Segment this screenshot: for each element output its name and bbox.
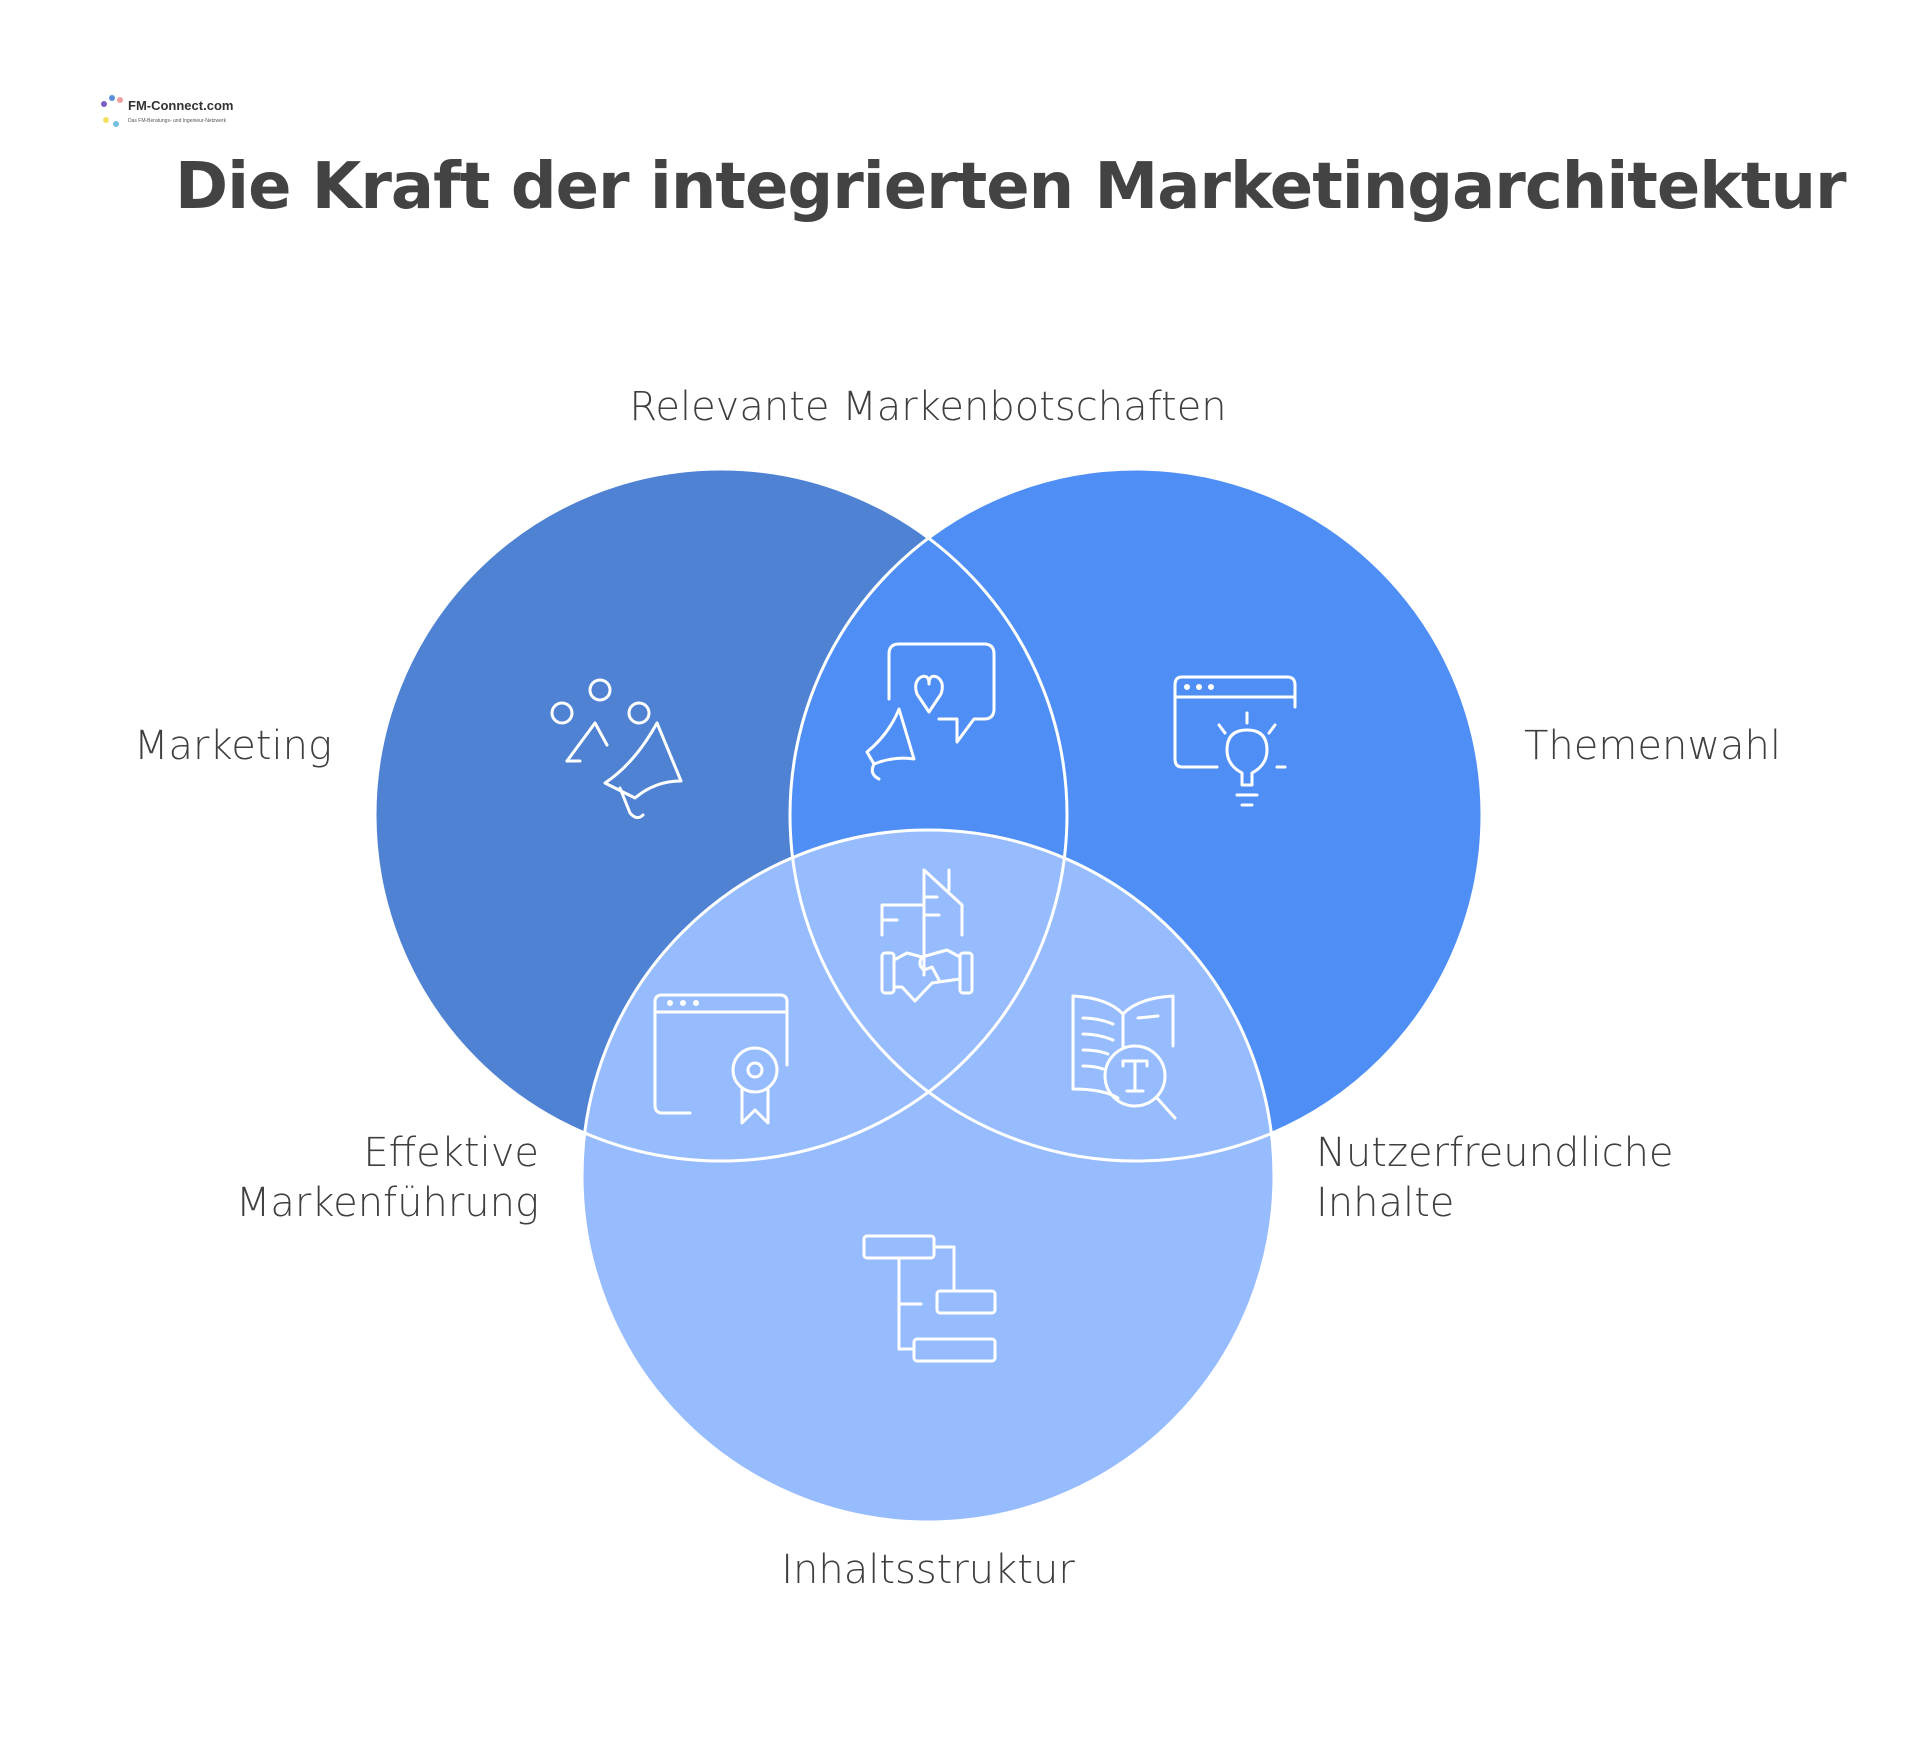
circle-outlines — [373, 467, 1484, 1524]
label-nutzerfreundliche-inhalte: Nutzerfreundliche Inhalte — [1316, 1128, 1674, 1228]
logo-text: FM-Connect.com — [128, 98, 234, 113]
browser-certificate-icon — [653, 993, 789, 1125]
handshake-building-icon — [880, 868, 974, 1003]
label-line: Nutzerfreundliche — [1316, 1130, 1674, 1176]
label-line: Markenführung — [235, 1180, 539, 1226]
circle-inhaltsstruktur — [582, 830, 1274, 1522]
label-effektive-markenfuehrung: Effektive Markenführung — [236, 1128, 539, 1228]
label-line: Inhalte — [1316, 1180, 1455, 1226]
logo-mark-icon — [101, 95, 123, 127]
logo-subtitle: Das FM-Beratungs- und Ingenieur-Netzwerk — [128, 118, 227, 124]
browser-lightbulb-icon — [1173, 675, 1297, 807]
megaphone-heart-icon — [865, 642, 996, 781]
label-line: Effektive — [363, 1130, 539, 1176]
megaphone-people-icon — [550, 678, 683, 820]
label-inhaltsstruktur: Inhaltsstruktur — [781, 1547, 1075, 1593]
label-marketing: Marketing — [134, 723, 332, 769]
label-themenwahl: Themenwahl — [1524, 723, 1782, 769]
label-relevante-markenbotschaften: Relevante Markenbotschaften — [629, 384, 1227, 430]
hierarchy-structure-icon — [862, 1234, 997, 1363]
book-search-icon — [1071, 994, 1177, 1120]
page-title: Die Kraft der integrierten Marketingarch… — [175, 150, 1847, 224]
logo: FM-Connect.com Das FM-Beratungs- und Ing… — [98, 92, 233, 136]
